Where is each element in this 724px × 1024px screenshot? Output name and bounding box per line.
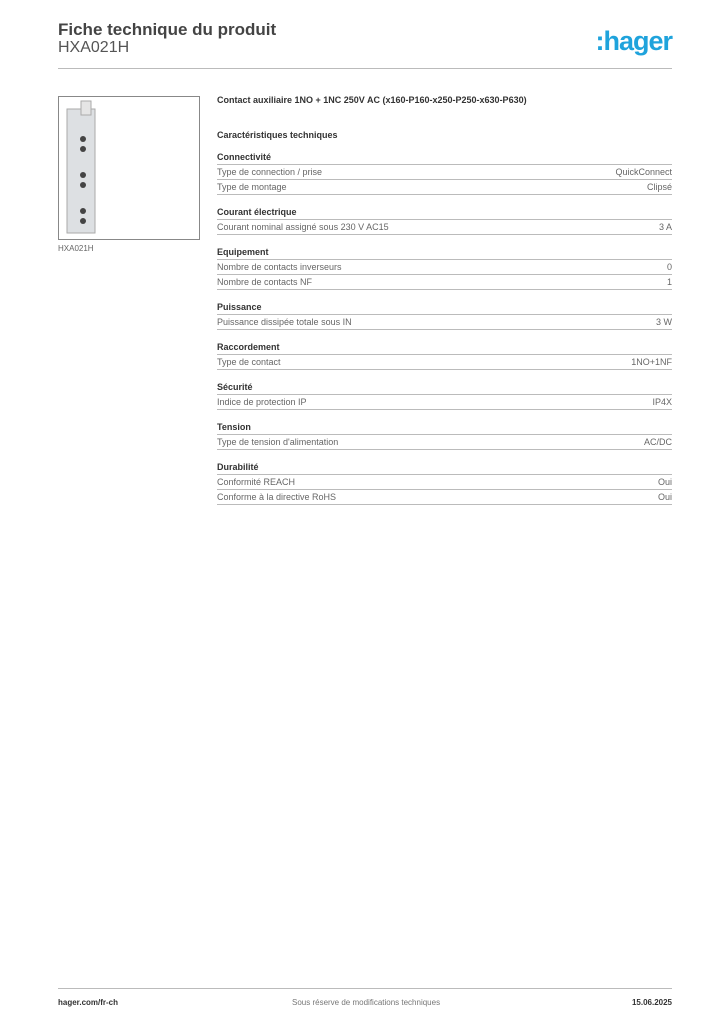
- spec-row: Conforme à la directive RoHS Oui: [217, 490, 672, 505]
- spec-label: Type de montage: [217, 182, 287, 192]
- spec-value: QuickConnect: [615, 167, 672, 177]
- spec-row: Nombre de contacts inverseurs 0: [217, 260, 672, 275]
- product-reference: HXA021H: [58, 39, 130, 56]
- spec-row: Type de contact 1NO+1NF: [217, 355, 672, 370]
- section-title: Raccordement: [217, 340, 672, 355]
- spec-label: Nombre de contacts inverseurs: [217, 262, 342, 272]
- spec-value: 1NO+1NF: [631, 357, 672, 367]
- section-title: Connectivité: [217, 150, 672, 165]
- spec-value: 1: [666, 277, 672, 287]
- specifications: Contact auxiliaire 1NO + 1NC 250V AC (x1…: [217, 95, 672, 505]
- hager-logo: :hager: [595, 26, 673, 56]
- spec-row: Nombre de contacts NF 1: [217, 275, 672, 290]
- product-name: Contact auxiliaire 1NO + 1NC 250V AC (x1…: [217, 95, 527, 105]
- section-title: Puissance: [217, 300, 672, 315]
- section-title: Courant électrique: [217, 205, 672, 220]
- section-title: Durabilité: [217, 460, 672, 475]
- spec-row: Indice de protection IP IP4X: [217, 395, 672, 410]
- product-image: [58, 96, 200, 240]
- footer-notice: Sous réserve de modifications techniques: [292, 998, 441, 1007]
- spec-label: Type de contact: [217, 357, 281, 367]
- spec-value: Clipsé: [646, 182, 672, 192]
- spec-row: Courant nominal assigné sous 230 V AC15 3…: [217, 220, 672, 235]
- spec-value: Oui: [657, 492, 672, 502]
- image-caption: HXA021H: [58, 244, 94, 253]
- section-title: Sécurité: [217, 380, 672, 395]
- spec-row: Type de montage Clipsé: [217, 180, 672, 195]
- spec-value: Oui: [657, 477, 672, 487]
- section-title: Tension: [217, 420, 672, 435]
- spec-label: Conformité REACH: [217, 477, 296, 487]
- spec-value: AC/DC: [643, 437, 672, 447]
- spec-row: Type de connection / prise QuickConnect: [217, 165, 672, 180]
- spec-value: 3 A: [658, 222, 672, 232]
- spec-row: Conformité REACH Oui: [217, 475, 672, 490]
- spec-value: 3 W: [655, 317, 672, 327]
- footer-date: 15.06.2025: [631, 998, 672, 1007]
- spec-label: Conforme à la directive RoHS: [217, 492, 337, 502]
- header-divider: [58, 68, 672, 69]
- spec-value: 0: [666, 262, 672, 272]
- spec-label: Type de connection / prise: [217, 167, 323, 177]
- characteristics-title: Caractéristiques techniques: [217, 130, 338, 140]
- spec-label: Puissance dissipée totale sous IN: [217, 317, 352, 327]
- spec-label: Indice de protection IP: [217, 397, 307, 407]
- spec-label: Courant nominal assigné sous 230 V AC15: [217, 222, 389, 232]
- footer-website[interactable]: hager.com/fr-ch: [58, 998, 119, 1007]
- page-title: Fiche technique du produit: [58, 20, 277, 39]
- section-title: Equipement: [217, 245, 672, 260]
- spec-row: Type de tension d'alimentation AC/DC: [217, 435, 672, 450]
- spec-row: Puissance dissipée totale sous IN 3 W: [217, 315, 672, 330]
- spec-label: Nombre de contacts NF: [217, 277, 313, 287]
- spec-value: IP4X: [652, 397, 672, 407]
- footer-divider: [58, 988, 672, 989]
- spec-label: Type de tension d'alimentation: [217, 437, 339, 447]
